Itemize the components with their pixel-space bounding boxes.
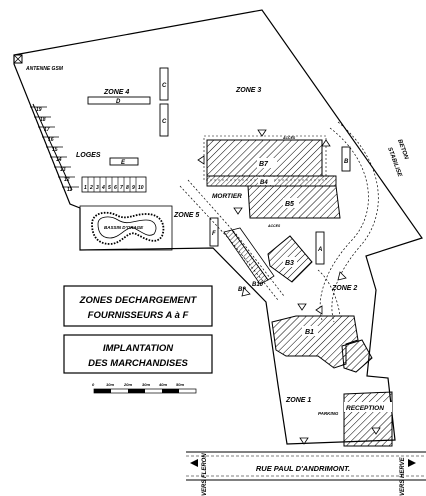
beton-label: BETON (396, 139, 409, 161)
stall-label: 19 (36, 107, 42, 113)
scale-label: 40m (158, 382, 167, 387)
b7-label: B7 (259, 161, 269, 168)
dock-d-label: D (116, 99, 121, 105)
legend-box-zones (63, 285, 213, 327)
building-b10 (223, 229, 269, 285)
acces-top-label: ACCES (282, 136, 296, 140)
bassin-shape (91, 211, 165, 245)
stall-label: 6 (114, 185, 117, 191)
dock-f (209, 217, 219, 247)
b9-label: B9 (238, 287, 246, 293)
stall-label: 18 (40, 117, 46, 123)
street-left-label: VERS FLERON (202, 453, 208, 496)
antenna-marker (13, 54, 23, 64)
dock-c-upper (159, 67, 169, 101)
loges-label: LOGES (76, 152, 101, 159)
legend-line-2: FOURNISSEURS A à F (88, 310, 189, 321)
site-boundary (13, 9, 423, 445)
stall-label: 9 (132, 185, 135, 191)
dock-e (109, 157, 139, 166)
dock-d (87, 96, 151, 105)
access-markers (197, 129, 381, 445)
legend-box-implantation (63, 334, 213, 374)
stall-label: 7 (120, 185, 123, 191)
stall-label: 3 (96, 185, 99, 191)
zone-4-label: ZONE 4 (103, 89, 129, 96)
zone-2-label: ZONE 2 (331, 285, 357, 292)
zone-5-label: ZONE 5 (173, 212, 199, 219)
mortier-label: MORTIER (212, 193, 242, 200)
stall-label: 5 (108, 185, 111, 191)
street-name: RUE PAUL D'ANDRIMONT. (256, 464, 350, 473)
dock-c-upper-label: C (162, 83, 167, 89)
scale-label: 30m (142, 382, 150, 387)
acces-mid-label: ACCES (267, 224, 281, 228)
bassin-label: BASSIN D'ORAGE (104, 225, 144, 230)
stall-label: 10 (138, 185, 144, 191)
b4-label: B4 (260, 180, 268, 186)
stall-label: 4 (101, 185, 105, 191)
left-stalls: 19 18 17 16 15 14 13 12 11 (30, 103, 79, 193)
stall-label: 2 (89, 185, 93, 191)
stall-label: 14 (56, 157, 62, 163)
scale-label: 20m (123, 382, 132, 387)
stall-label: 12 (64, 177, 70, 183)
dock-b-label: B (344, 159, 349, 165)
antenna-label: ANTENNE GSM (25, 66, 64, 72)
stall-label: 8 (126, 185, 129, 191)
reception-building (343, 391, 393, 447)
dock-a (315, 231, 325, 265)
stall-label: 15 (52, 147, 58, 153)
bassin-area (79, 205, 173, 251)
zone-3-label: ZONE 3 (235, 87, 261, 94)
building-b9 (231, 227, 275, 281)
scale-label: 0 (92, 382, 95, 387)
scale-label: 50m (176, 382, 184, 387)
dock-c-lower-label: C (162, 119, 167, 125)
b3-label: B3 (285, 260, 294, 267)
stall-label: 13 (60, 167, 66, 173)
building-b1-annex (341, 339, 373, 373)
access-roads (179, 121, 379, 323)
dock-b (341, 146, 351, 172)
street-right-label: VERS HERVE (400, 456, 406, 496)
b10-label: B10 (252, 282, 264, 288)
b5-label: B5 (285, 201, 294, 208)
dock-c-lower (159, 103, 169, 137)
street (186, 451, 426, 481)
zone-1-label: ZONE 1 (285, 397, 311, 404)
legend-line-3: IMPLANTATION (103, 343, 174, 354)
scale-label: 10m (106, 382, 114, 387)
stall-label: 16 (48, 137, 54, 143)
dock-f-label: F (212, 231, 216, 237)
stall-label: 17 (44, 127, 50, 133)
scale-bar: 0 10m 20m 30m 40m 50m (92, 382, 197, 394)
stall-label: 1 (84, 185, 87, 191)
bottom-stalls: 1 2 3 4 5 6 7 8 9 10 (81, 176, 147, 193)
legend-line-1: ZONES DECHARGEMENT (79, 295, 198, 306)
legend-line-4: DES MARCHANDISES (88, 358, 188, 369)
reception-label: RECEPTION (346, 405, 384, 412)
b1-label: B1 (305, 329, 314, 336)
stall-label: 11 (67, 187, 72, 193)
dock-a-label: A (317, 247, 322, 253)
parking-label: PARKING (318, 411, 339, 416)
dock-e-label: E (121, 160, 126, 166)
